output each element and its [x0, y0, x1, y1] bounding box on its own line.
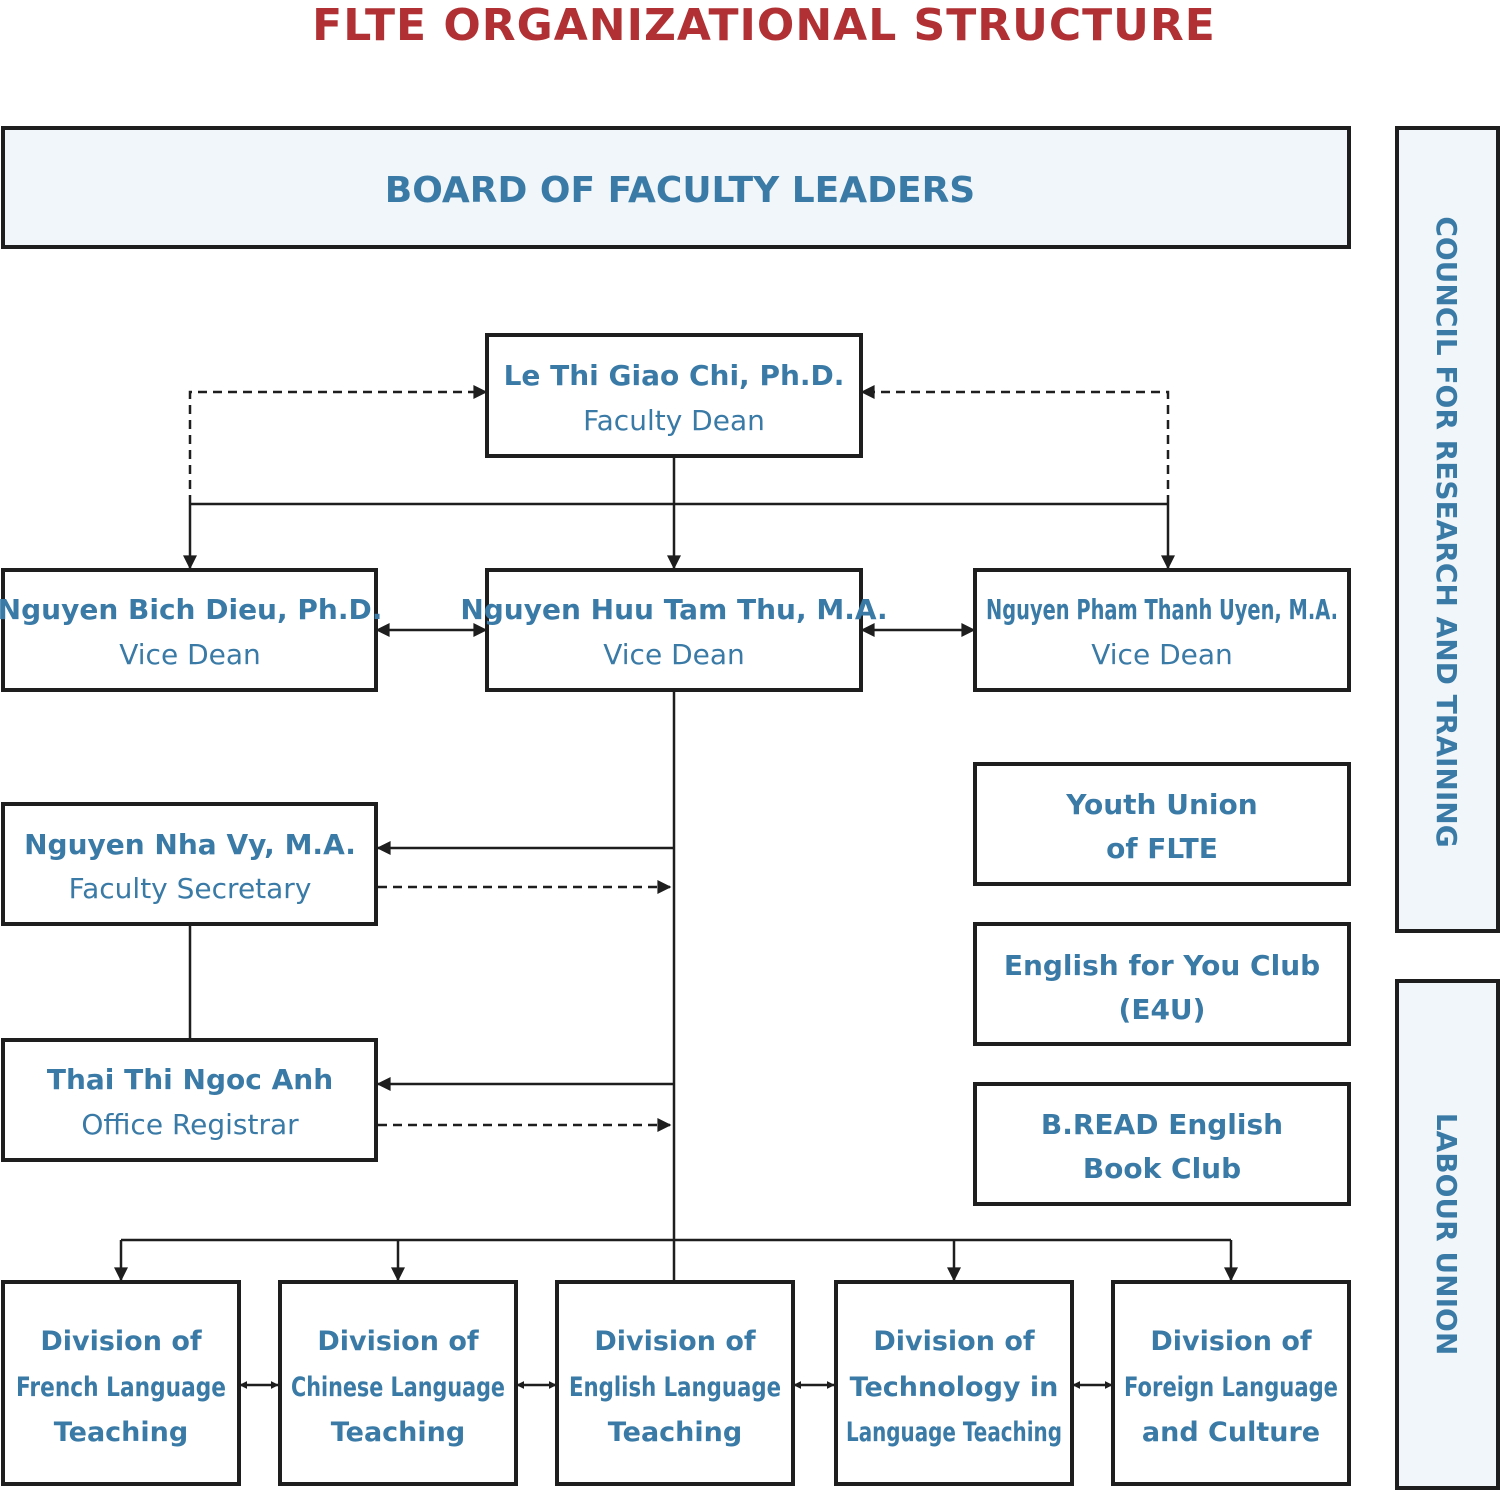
- division-line: Teaching: [54, 1417, 188, 1448]
- club-line: Youth Union: [1065, 788, 1257, 821]
- division-line: French Language: [16, 1372, 226, 1403]
- club-line: B.READ English: [1041, 1108, 1283, 1141]
- division-line: Technology in: [850, 1372, 1059, 1403]
- registrar-role: Office Registrar: [81, 1108, 299, 1141]
- division-node: Division of Chinese Language Teaching: [278, 1280, 518, 1486]
- vice-dean-role: Vice Dean: [603, 638, 745, 671]
- secretary-name: Nguyen Nha Vy, M.A.: [24, 828, 356, 861]
- division-line: Division of: [873, 1326, 1035, 1357]
- division-line: Division of: [1150, 1326, 1312, 1357]
- club-line: Book Club: [1083, 1152, 1241, 1185]
- division-node: Division of Technology in Language Teach…: [834, 1280, 1074, 1486]
- division-node: Division of French Language Teaching: [1, 1280, 241, 1486]
- board-banner: BOARD OF FACULTY LEADERS: [1, 126, 1351, 249]
- division-line: Foreign Language: [1124, 1372, 1338, 1403]
- dean-role: Faculty Dean: [583, 404, 765, 437]
- connectors: [114, 385, 1238, 1389]
- club-node: B.READ English Book Club: [973, 1082, 1351, 1206]
- secretary-node: Nguyen Nha Vy, M.A. Faculty Secretary: [1, 802, 378, 926]
- labour-union-sidebar: LABOUR UNION: [1395, 979, 1500, 1490]
- labour-union-label: LABOUR UNION: [1430, 1113, 1463, 1356]
- dean-name: Le Thi Giao Chi, Ph.D.: [504, 359, 845, 392]
- vice-dean-node: Nguyen Pham Thanh Uyen, M.A. Vice Dean: [973, 568, 1351, 692]
- vice-dean-node: Nguyen Huu Tam Thu, M.A. Vice Dean: [460, 568, 888, 692]
- board-label: BOARD OF FACULTY LEADERS: [385, 170, 975, 211]
- club-line: English for You Club: [1004, 949, 1320, 982]
- dean-node: Le Thi Giao Chi, Ph.D. Faculty Dean: [485, 333, 863, 458]
- registrar-node: Thai Thi Ngoc Anh Office Registrar: [1, 1038, 378, 1162]
- vice-dean-role: Vice Dean: [1091, 638, 1233, 671]
- division-line: English Language: [569, 1372, 781, 1403]
- division-line: Division of: [40, 1326, 202, 1357]
- vice-dean-role: Vice Dean: [119, 638, 261, 671]
- vice-dean-name: Nguyen Huu Tam Thu, M.A.: [460, 593, 887, 626]
- club-line: of FLTE: [1106, 832, 1218, 865]
- secretary-role: Faculty Secretary: [69, 872, 312, 905]
- dashed-link-vd1-dean: [188, 385, 488, 504]
- division-line: Language Teaching: [846, 1417, 1062, 1448]
- division-line: Teaching: [331, 1417, 465, 1448]
- division-line: and Culture: [1142, 1417, 1320, 1448]
- club-node: Youth Union of FLTE: [973, 762, 1351, 886]
- club-node: English for You Club (E4U): [973, 922, 1351, 1046]
- division-line: Chinese Language: [291, 1372, 505, 1403]
- vice-dean-name: Nguyen Pham Thanh Uyen, M.A.: [986, 593, 1338, 626]
- division-line: Division of: [594, 1326, 756, 1357]
- division-line: Teaching: [608, 1417, 742, 1448]
- club-line: (E4U): [1119, 993, 1206, 1026]
- registrar-name: Thai Thi Ngoc Anh: [47, 1063, 333, 1096]
- chart-title: FLTE ORGANIZATIONAL STRUCTURE: [312, 0, 1216, 51]
- council-label: COUNCIL FOR RESEARCH AND TRAINING: [1430, 216, 1463, 847]
- division-node: Division of Foreign Language and Culture: [1111, 1280, 1351, 1486]
- vice-dean-node: Nguyen Bich Dieu, Ph.D. Vice Dean: [0, 568, 382, 692]
- council-sidebar: COUNCIL FOR RESEARCH AND TRAINING: [1395, 126, 1500, 933]
- division-node: Division of English Language Teaching: [555, 1280, 795, 1486]
- vice-dean-name: Nguyen Bich Dieu, Ph.D.: [0, 593, 382, 626]
- division-line: Division of: [317, 1326, 479, 1357]
- dashed-link-vd3-dean: [860, 385, 1170, 504]
